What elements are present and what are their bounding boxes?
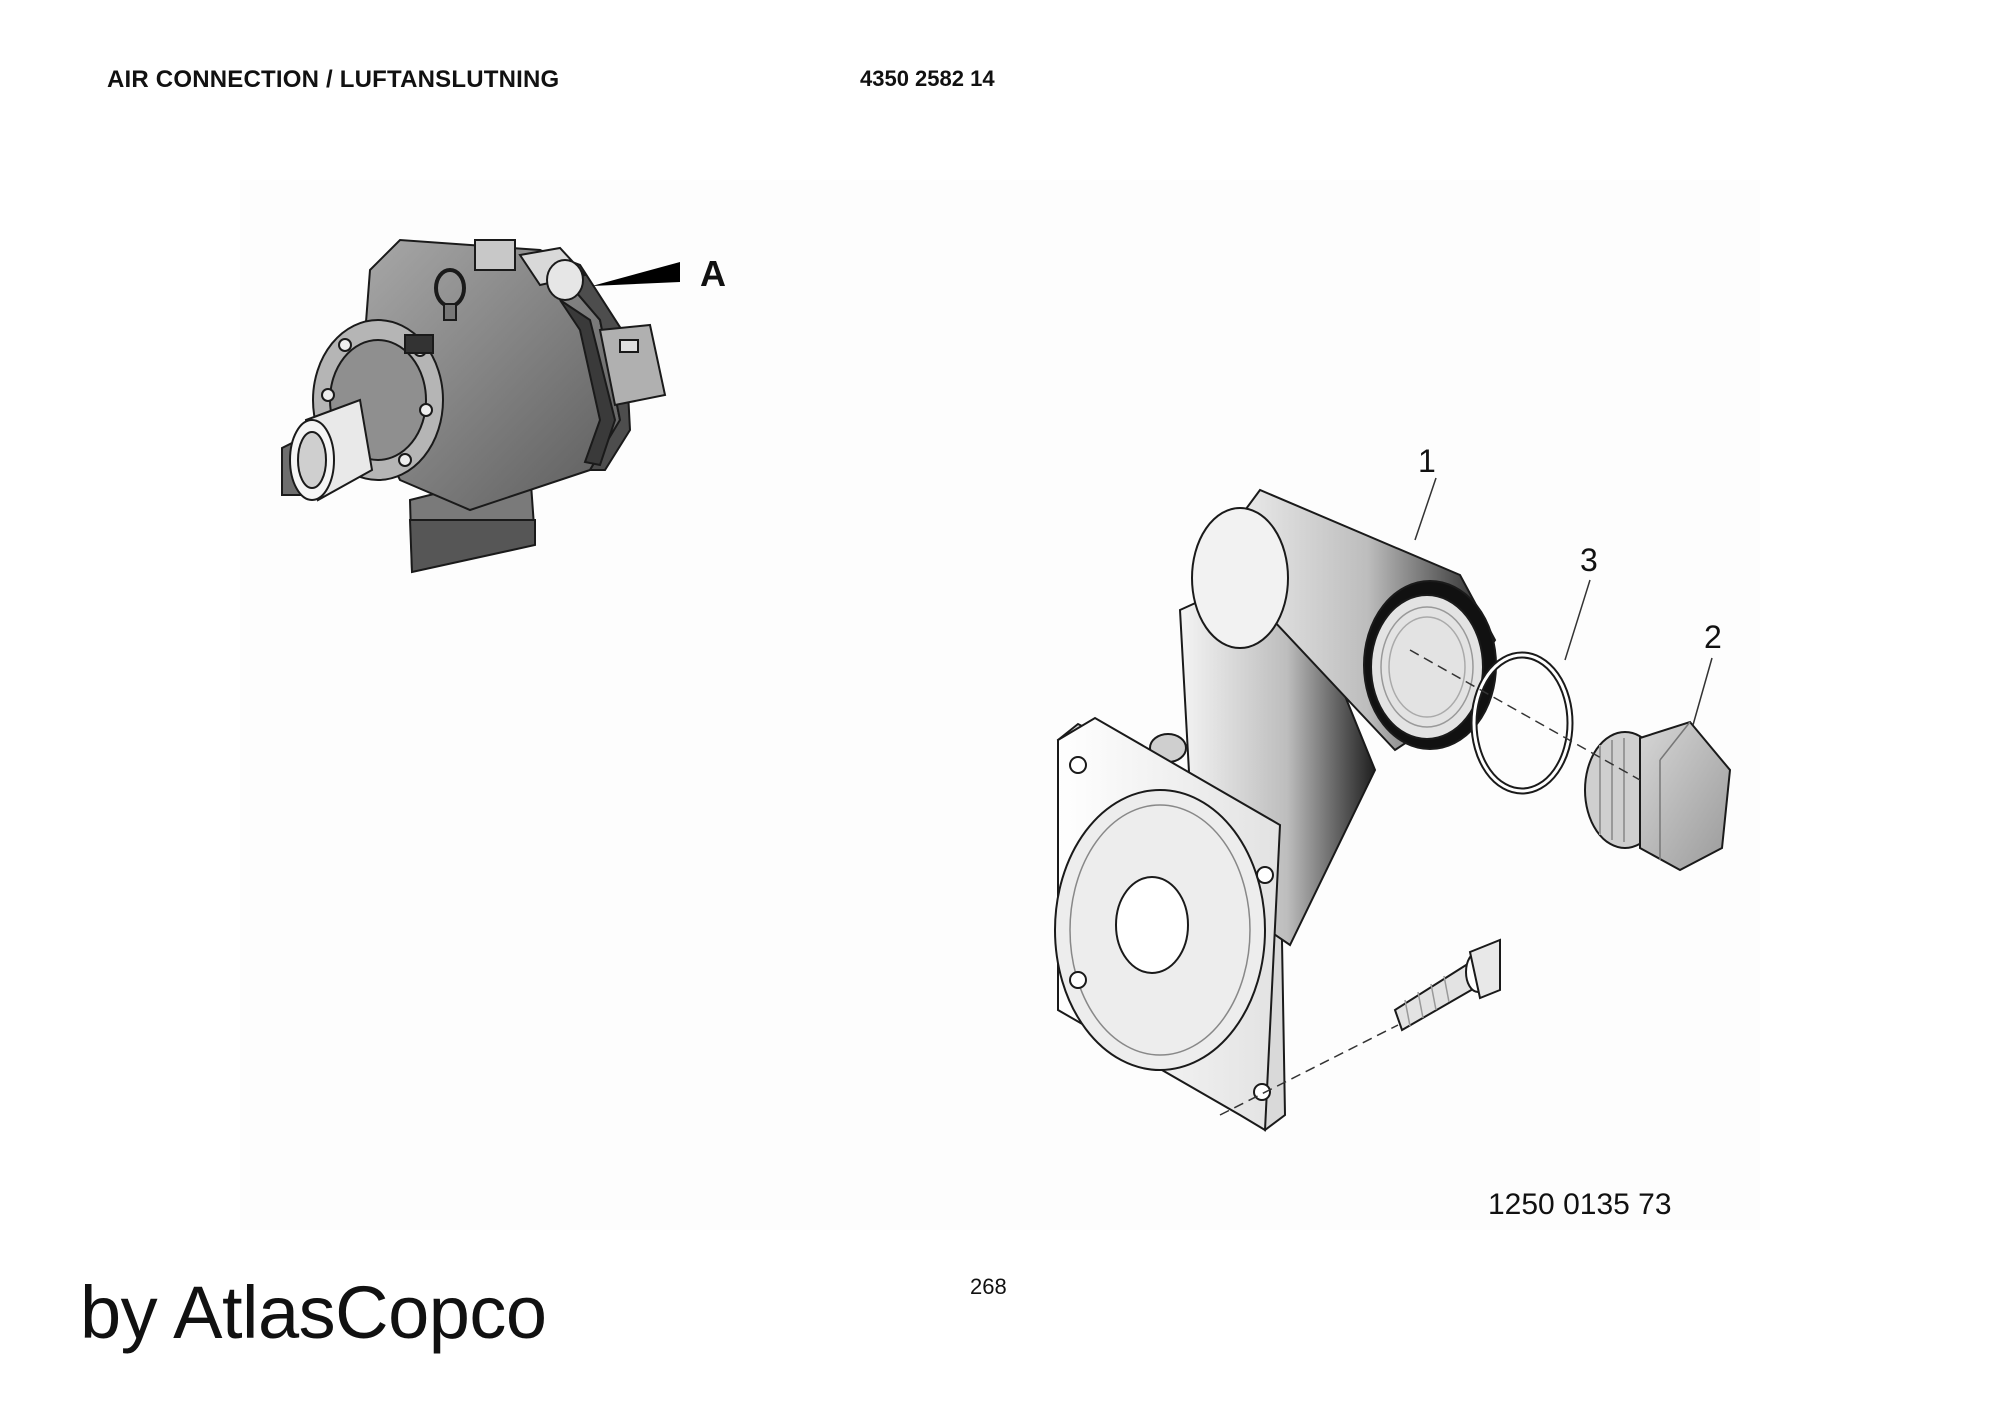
compressor-overview [281,238,667,574]
page-title: AIR CONNECTION / LUFTANSLUTNING [107,66,560,93]
brand-text: by AtlasCopco [80,1271,547,1354]
callout-leaders [1414,477,1713,726]
exploded-view [1054,488,1732,1132]
callout-3-label: 3 [1580,542,1598,578]
callout-a-arrow [592,262,680,286]
callout-a-label: A [700,253,726,294]
callout-2-label: 2 [1704,619,1722,655]
page-number: 268 [970,1274,1007,1299]
assembly-axis-lines [1219,649,1641,1116]
callout-1-label: 1 [1418,443,1436,479]
part-number: 4350 2582 14 [860,66,995,91]
illustration-reference-number: 1250 0135 73 [1488,1188,1672,1221]
